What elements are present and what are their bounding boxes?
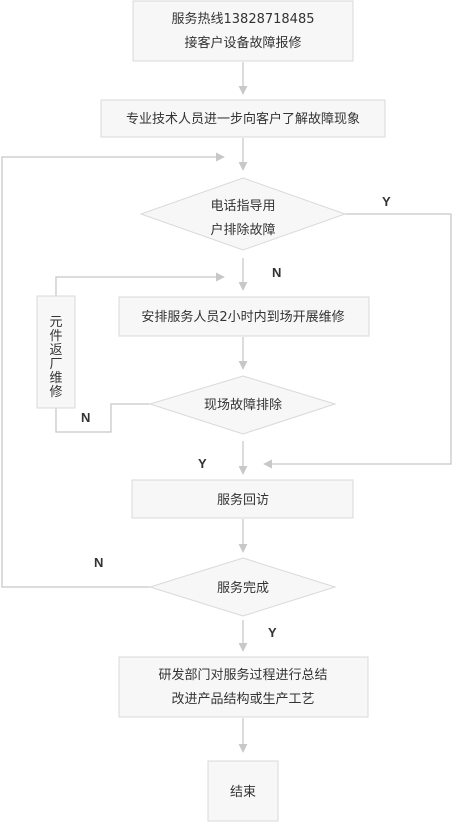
arrow-onsite-no-to-factory (55, 403, 150, 433)
label-done-no: N (94, 555, 103, 570)
tech-understand-text: 专业技术人员进一步向客户了解故障现象 (126, 111, 360, 127)
factory-return-char: 维 (49, 371, 62, 386)
dispatch-box (118, 296, 370, 337)
phone-guide-line2: 户排除故障 (210, 222, 275, 238)
label-done-yes: Y (268, 625, 277, 640)
label-onsite-no: N (81, 410, 90, 425)
onsite-fix-text: 现场故障排除 (204, 398, 282, 413)
factory-return-char: 返 (49, 343, 62, 358)
label-onsite-yes: Y (198, 456, 207, 471)
factory-return-char: 件 (49, 329, 62, 344)
service-done-diamond (148, 557, 337, 617)
factory-return-box (36, 295, 76, 409)
end-text: 结束 (230, 785, 256, 800)
arrow-done-no-loop (1, 152, 225, 588)
arrow-factory-to-dispatch (55, 272, 225, 296)
summary-line2: 改进产品结构或生产工艺 (171, 692, 314, 707)
service-done-text: 服务完成 (217, 580, 269, 596)
connectors (1, 62, 452, 753)
factory-return-char: 厂 (49, 357, 62, 372)
arrow-phone-yes-to-followup (263, 213, 452, 469)
summary-box (118, 656, 369, 718)
phone-guide-line1: 电话指导用 (210, 199, 275, 214)
hotline-box (132, 0, 354, 62)
label-phone-yes: Y (382, 194, 391, 209)
followup-box (131, 479, 354, 519)
summary-line1: 研发部门对服务过程进行总结 (158, 667, 327, 683)
onsite-fix-diamond (148, 375, 337, 435)
factory-return-char: 元 (49, 315, 62, 330)
hotline-line2: 接客户设备故障报修 (184, 35, 301, 51)
hotline-line1: 服务热线13828718485 (172, 11, 315, 27)
dispatch-text: 安排服务人员2小时内到场开展维修 (141, 309, 344, 325)
label-phone-no: N (272, 265, 281, 280)
phone-guide-diamond (139, 177, 347, 251)
factory-return-char: 修 (49, 385, 62, 400)
tech-understand-box (100, 99, 386, 138)
followup-text: 服务回访 (217, 492, 269, 508)
end-box (207, 760, 279, 822)
